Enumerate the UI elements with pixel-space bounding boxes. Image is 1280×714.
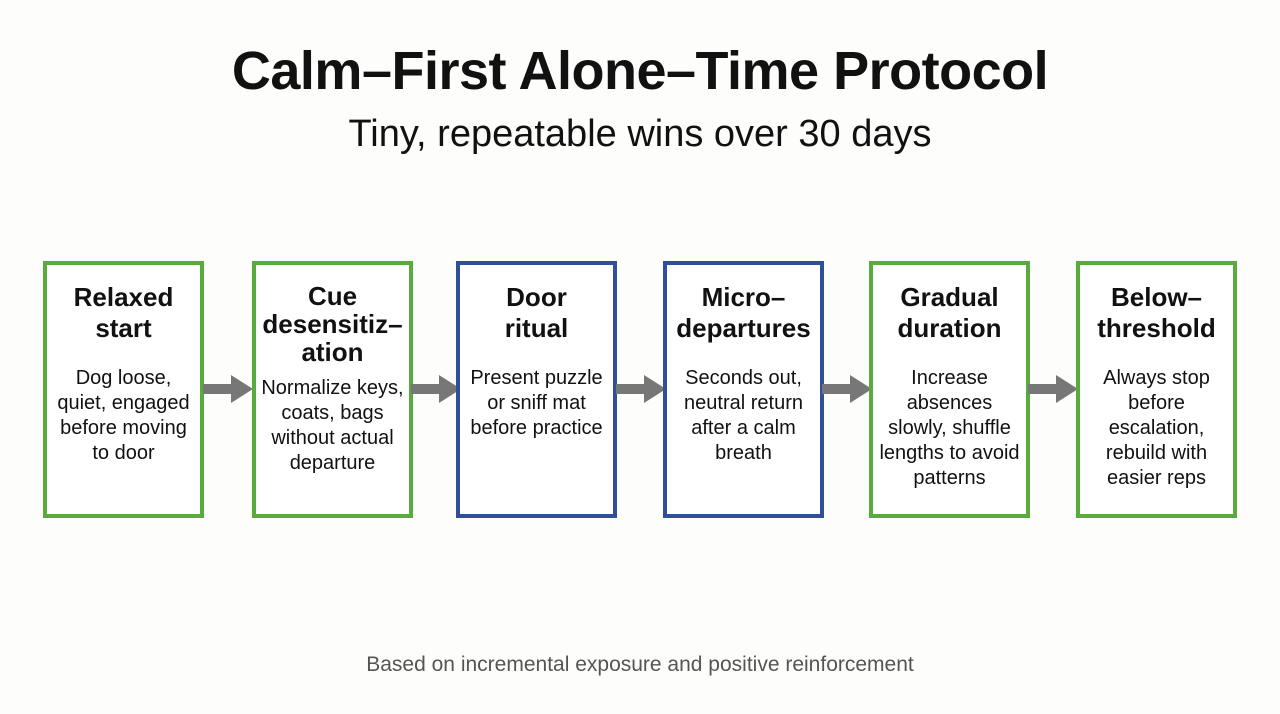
diagram-title: Calm–First Alone–Time Protocol [231, 41, 1049, 101]
step-box-door-ritual: Door ritual Present puzzle or sniff mat … [456, 261, 617, 518]
step-description: Normalize keys, coats, bags without actu… [261, 377, 404, 474]
flow-arrow-icon [616, 375, 666, 403]
flow-arrow-icon [822, 375, 872, 403]
step-description: Present puzzle or sniff mat before pract… [470, 367, 603, 439]
step-title: Door ritual [504, 282, 569, 343]
flow-arrow-icon [203, 375, 253, 403]
step-title: Below– threshold [1097, 282, 1216, 343]
step-title: Relaxed start [73, 282, 174, 343]
step-box-relaxed-start: Relaxed start Dog loose, quiet, engaged … [43, 261, 204, 518]
flow-arrow-icon [1028, 375, 1078, 403]
footnote: Based on incremental exposure and positi… [366, 653, 914, 676]
step-box-gradual-duration: Gradual duration Increase absences slowl… [869, 261, 1030, 518]
step-description: Dog loose, quiet, engaged before moving … [57, 367, 190, 464]
step-description: Seconds out, neutral return after a calm… [684, 367, 803, 464]
step-box-micro-departures: Micro– departures Seconds out, neutral r… [663, 261, 824, 518]
process-flow: Relaxed start Dog loose, quiet, engaged … [0, 261, 1280, 519]
step-description: Always stop before escalation, rebuild w… [1103, 367, 1210, 489]
diagram-subtitle: Tiny, repeatable wins over 30 days [348, 113, 932, 155]
step-title: Micro– departures [676, 282, 811, 343]
step-box-cue-desensitization: Cue desensitiz– ation Normalize keys, co… [252, 261, 413, 518]
step-title: Gradual duration [897, 282, 1002, 343]
step-description: Increase absences slowly, shuffle length… [879, 367, 1020, 489]
flow-arrow-icon [411, 375, 461, 403]
step-box-below-threshold: Below– threshold Always stop before esca… [1076, 261, 1237, 518]
step-title: Cue desensitiz– ation [262, 281, 403, 367]
